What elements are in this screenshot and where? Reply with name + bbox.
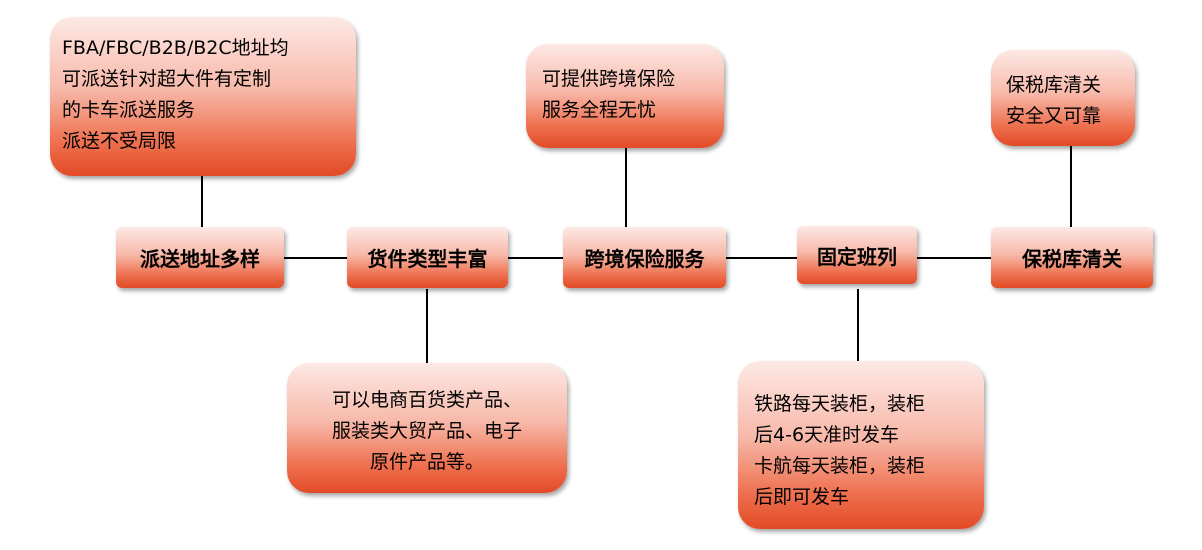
callout-schedule: 铁路每天装柜，装柜 后4-6天准时发车 卡航每天装柜，装柜 后即可发车 — [738, 361, 984, 529]
callout-goods-line-3: 原件产品等。 — [369, 451, 484, 473]
callout-delivery-line-3: 的卡车派送服务 — [62, 99, 196, 121]
node-schedule-label: 固定班列 — [817, 244, 897, 269]
callout-insurance-line-1: 可提供跨境保险 — [542, 68, 676, 90]
callout-schedule-line-4: 后即可发车 — [754, 486, 850, 508]
callout-delivery-line-1: FBA/FBC/B2B/B2C地址均 — [62, 37, 289, 59]
node-delivery: 派送地址多样 — [116, 227, 284, 288]
callout-bonded-line-1: 保税库清关 — [1006, 74, 1102, 96]
callout-goods-line-2: 服装类大贸产品、电子 — [331, 420, 522, 442]
node-goods: 货件类型丰富 — [347, 227, 508, 288]
node-insurance: 跨境保险服务 — [563, 227, 726, 288]
node-insurance-label: 跨境保险服务 — [584, 247, 705, 271]
callout-insurance: 可提供跨境保险 服务全程无忧 — [526, 44, 724, 148]
callout-goods: 可以电商百货类产品、 服装类大贸产品、电子 原件产品等。 — [287, 363, 567, 493]
node-delivery-label: 派送地址多样 — [140, 247, 260, 271]
node-bonded: 保税库清关 — [991, 227, 1153, 288]
callout-delivery-line-2: 可派送针对超大件有定制 — [62, 68, 272, 90]
node-bonded-label: 保税库清关 — [1022, 247, 1122, 271]
callout-insurance-line-2: 服务全程无忧 — [542, 99, 657, 121]
callout-schedule-line-3: 卡航每天装柜，装柜 — [754, 455, 926, 477]
callout-delivery: FBA/FBC/B2B/B2C地址均 可派送针对超大件有定制 的卡车派送服务 派… — [50, 17, 356, 176]
node-schedule: 固定班列 — [797, 226, 917, 284]
callout-schedule-line-1: 铁路每天装柜，装柜 — [754, 393, 926, 415]
callout-schedule-line-2: 后4-6天准时发车 — [754, 424, 900, 446]
callout-bonded-line-2: 安全又可靠 — [1006, 105, 1102, 127]
callout-bonded: 保税库清关 安全又可靠 — [991, 50, 1135, 146]
callout-delivery-line-4: 派送不受局限 — [62, 130, 177, 152]
callout-goods-line-1: 可以电商百货类产品、 — [331, 389, 522, 411]
node-goods-label: 货件类型丰富 — [367, 247, 488, 271]
